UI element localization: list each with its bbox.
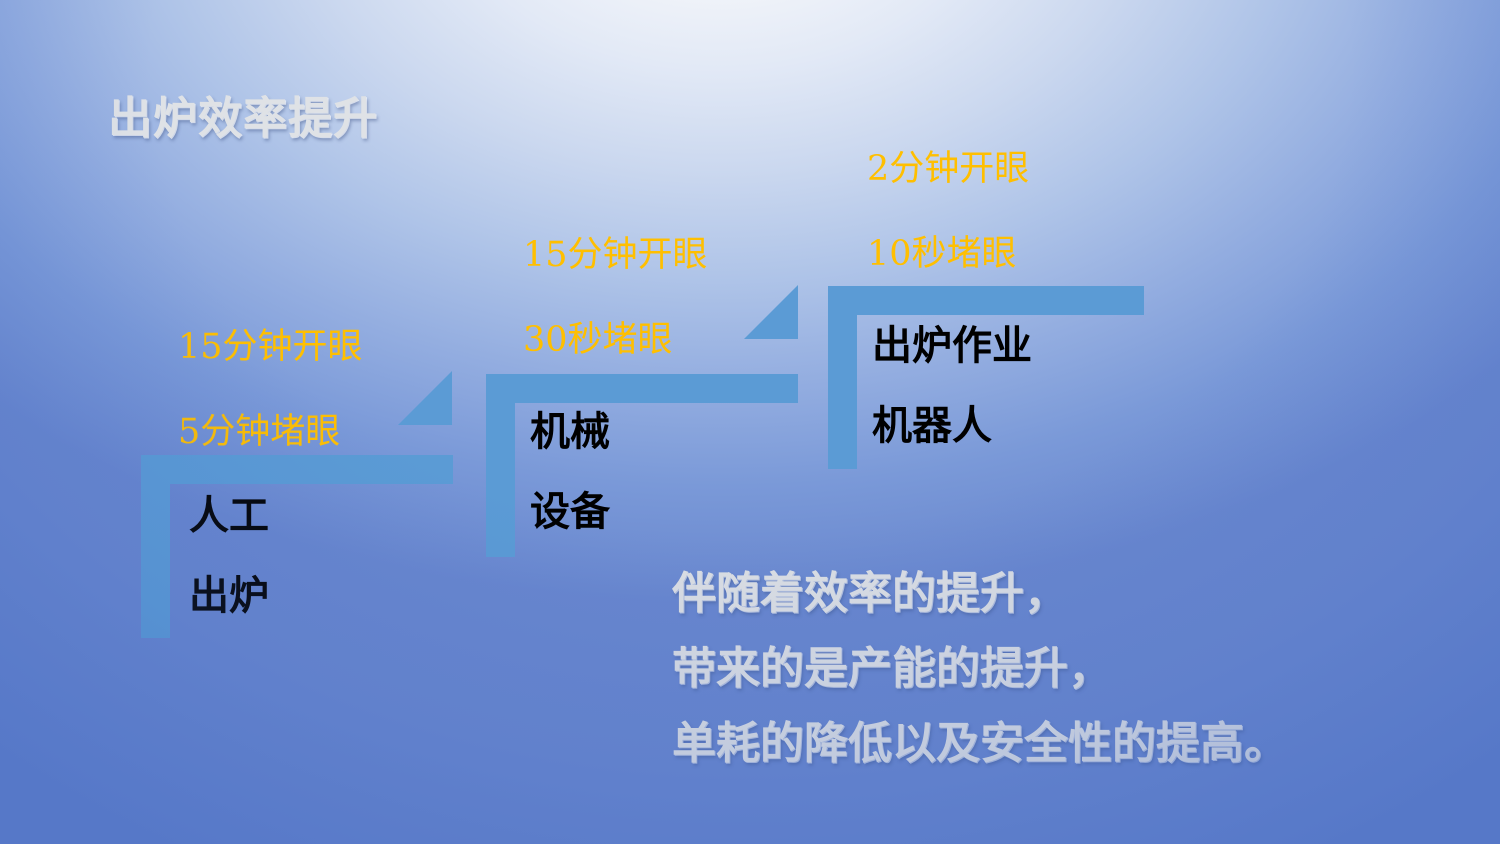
- step-3-label: 出炉作业 机器人: [872, 326, 1032, 446]
- step-3-bracket-left: [828, 286, 857, 469]
- step-3-metrics: 2分钟开眼 10秒堵眼: [867, 152, 1029, 272]
- step-1-metrics: 15分钟开眼 5分钟堵眼: [178, 330, 363, 450]
- step-1-metric-2: 5分钟堵眼: [178, 412, 341, 452]
- step-3-label-line-2: 机器人: [872, 403, 992, 449]
- step-1-ramp-icon: [398, 371, 452, 425]
- summary-text: 伴随着效率的提升， 带来的是产能的提升， 单耗的降低以及安全性的提高。: [672, 572, 1288, 766]
- summary-line-2: 带来的是产能的提升，: [672, 643, 1112, 694]
- step-3-metric-2: 10秒堵眼: [867, 234, 1017, 274]
- step-3-metric-1: 2分钟开眼: [867, 149, 1030, 189]
- step-3-label-line-1: 出炉作业: [872, 323, 1032, 369]
- step-3-bracket-top: [828, 286, 1144, 315]
- step-2-bracket-top: [486, 374, 798, 403]
- step-2-bracket-left: [486, 374, 515, 557]
- step-2-ramp-icon: [744, 285, 798, 339]
- page-title: 出炉效率提升: [108, 93, 378, 144]
- step-2-metrics: 15分钟开眼 30秒堵眼: [523, 238, 708, 358]
- step-2-label-line-2: 设备: [530, 489, 610, 535]
- step-1-bracket-left: [141, 455, 170, 638]
- step-1-label-line-1: 人工: [189, 493, 269, 539]
- step-1-bracket-top: [141, 455, 453, 484]
- step-2-metric-1: 15分钟开眼: [523, 235, 708, 275]
- summary-line-1: 伴随着效率的提升，: [672, 568, 1068, 619]
- summary-line-3: 单耗的降低以及安全性的提高。: [672, 718, 1288, 769]
- step-2-metric-2: 30秒堵眼: [523, 320, 673, 360]
- step-1-metric-1: 15分钟开眼: [178, 327, 363, 367]
- step-1-label: 人工 出炉: [189, 496, 269, 616]
- step-1-label-line-2: 出炉: [189, 573, 269, 619]
- step-2-label-line-1: 机械: [530, 409, 610, 455]
- step-2-label: 机械 设备: [530, 412, 610, 532]
